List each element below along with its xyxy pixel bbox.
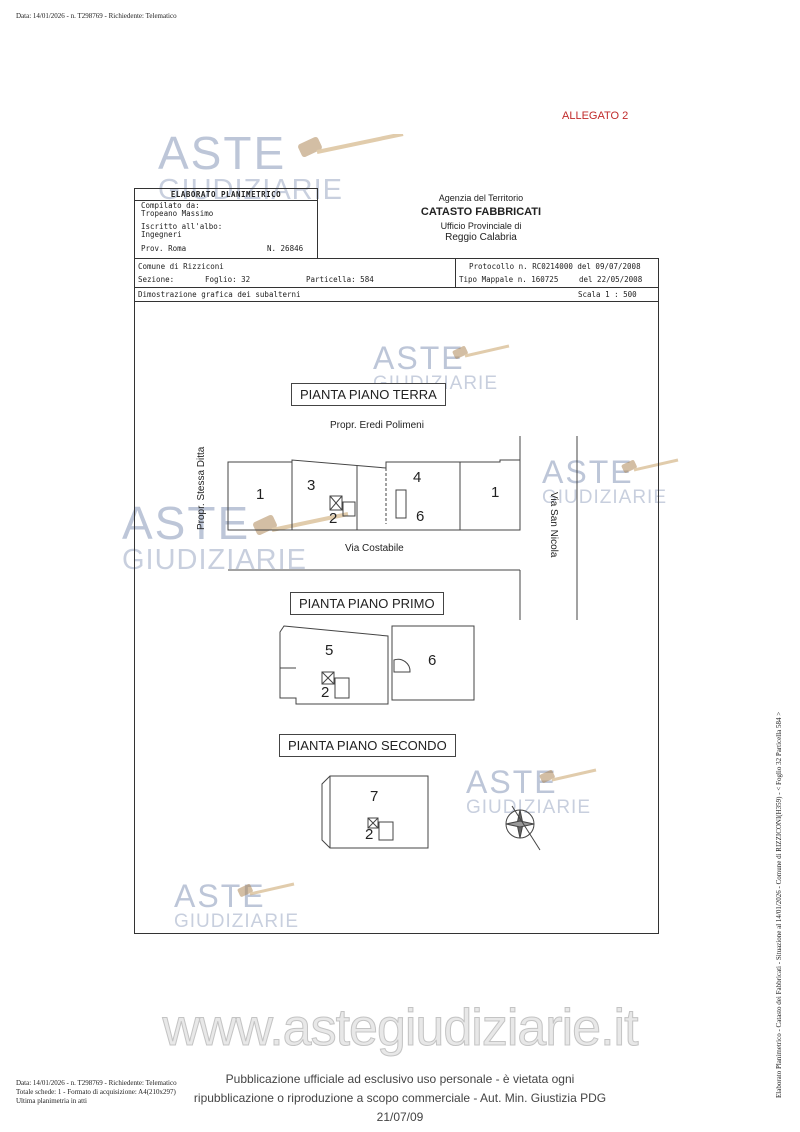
comune: Comune di Rizziconi xyxy=(138,262,224,271)
stair xyxy=(342,501,356,517)
unit-number: 3 xyxy=(307,477,316,494)
prov: Prov. Roma xyxy=(141,244,187,253)
unit-number: 5 xyxy=(325,642,334,659)
gavel-icon xyxy=(539,768,597,783)
iscritto-value: Ingegneri xyxy=(141,230,182,239)
north-arrow-icon xyxy=(505,805,541,851)
watermark: ASTE GIUDIZIARIE xyxy=(466,766,597,817)
catasto-title: CATASTO FABBRICATI xyxy=(420,206,542,218)
side-text: Elaborato Planimetrico - Catasto dei Fab… xyxy=(775,711,783,1098)
tipo-mappale-data: del 22/05/2008 xyxy=(579,275,643,284)
stair xyxy=(329,495,343,511)
unit-number: 2 xyxy=(321,684,330,701)
gavel-icon xyxy=(237,882,295,897)
stair xyxy=(321,671,335,685)
second-floor-outline xyxy=(321,775,429,849)
unit-number: 6 xyxy=(428,652,437,669)
gavel-icon xyxy=(298,134,404,158)
main-frame xyxy=(134,258,659,934)
foglio: Foglio: 32 xyxy=(205,275,251,284)
plan-label-terra: PIANTA PIANO TERRA xyxy=(291,383,446,406)
stair xyxy=(378,821,394,841)
publication-note: Pubblicazione ufficiale ad esclusivo uso… xyxy=(193,1072,607,1124)
label-via-costabile: Via Costabile xyxy=(345,543,404,554)
unit-number: 7 xyxy=(370,788,379,805)
unit-number: 2 xyxy=(329,510,338,527)
stair xyxy=(334,677,350,699)
stair xyxy=(329,495,343,511)
iscritto-label: Iscritto all'albo: xyxy=(141,222,223,231)
compilato-label: Compilato da: xyxy=(141,201,200,210)
site-watermark: www.astegiudiziarie.it xyxy=(162,999,639,1058)
plan-label-secondo: PIANTA PIANO SECONDO xyxy=(279,734,456,757)
label-stessa-ditta: Propr. Stessa Ditta xyxy=(196,446,207,530)
stair xyxy=(321,671,335,685)
first-floor-outline xyxy=(279,625,389,705)
protocollo: Protocollo n. RC0214000 del 09/07/2008 xyxy=(469,262,641,271)
ufficio: Ufficio Provinciale di xyxy=(440,221,522,231)
agency-name: Agenzia del Territorio xyxy=(438,193,524,203)
allegato-label: ALLEGATO 2 xyxy=(562,110,629,122)
plan-label-primo: PIANTA PIANO PRIMO xyxy=(290,592,444,615)
stair xyxy=(367,817,379,829)
tipo-mappale: Tipo Mappale n. 160725 xyxy=(459,275,559,284)
label-via-san-nicola: Via San Nicola xyxy=(548,492,559,558)
unit-number: 2 xyxy=(365,826,374,843)
particella: Particella: 584 xyxy=(306,275,374,284)
ground-floor-outline xyxy=(227,459,521,531)
spiral-stair xyxy=(393,658,411,673)
first-floor-outline xyxy=(391,625,475,701)
watermark: ASTE GIUDIZIARIE xyxy=(158,130,404,205)
divider xyxy=(134,301,659,302)
dimostrazione: Dimostrazione grafica dei subalterni xyxy=(138,290,301,299)
footer: Data: 14/01/2026 - n. T298769 - Richiede… xyxy=(16,1079,177,1105)
header-line: Data: 14/01/2026 - n. T298769 - Richiede… xyxy=(16,12,177,20)
scala: Scala 1 : 500 xyxy=(578,290,637,299)
stair xyxy=(395,489,407,519)
divider xyxy=(455,258,456,287)
gavel-icon xyxy=(621,458,679,473)
watermark: ASTE GIUDIZIARIE xyxy=(174,878,300,932)
stair xyxy=(367,817,379,829)
divider xyxy=(134,287,659,288)
compilato-value: Tropeano Massimo xyxy=(141,209,214,218)
elaborato-box: ELABORATO PLANIMETRICO Compilato da: Tro… xyxy=(134,188,318,258)
unit-number: 4 xyxy=(413,469,422,486)
ufficio-city: Reggio Calabria xyxy=(445,232,517,243)
elaborato-title: ELABORATO PLANIMETRICO xyxy=(135,189,317,201)
gavel-icon xyxy=(452,344,510,359)
sezione: Sezione: xyxy=(138,275,175,284)
numero: N. 26846 xyxy=(267,244,304,253)
label-eredi: Propr. Eredi Polimeni xyxy=(330,420,424,431)
unit-number: 6 xyxy=(416,508,425,525)
watermark: ASTE GIUDIZIARIE xyxy=(542,456,679,507)
unit-number: 1 xyxy=(256,486,265,503)
unit-number: 1 xyxy=(491,484,500,501)
